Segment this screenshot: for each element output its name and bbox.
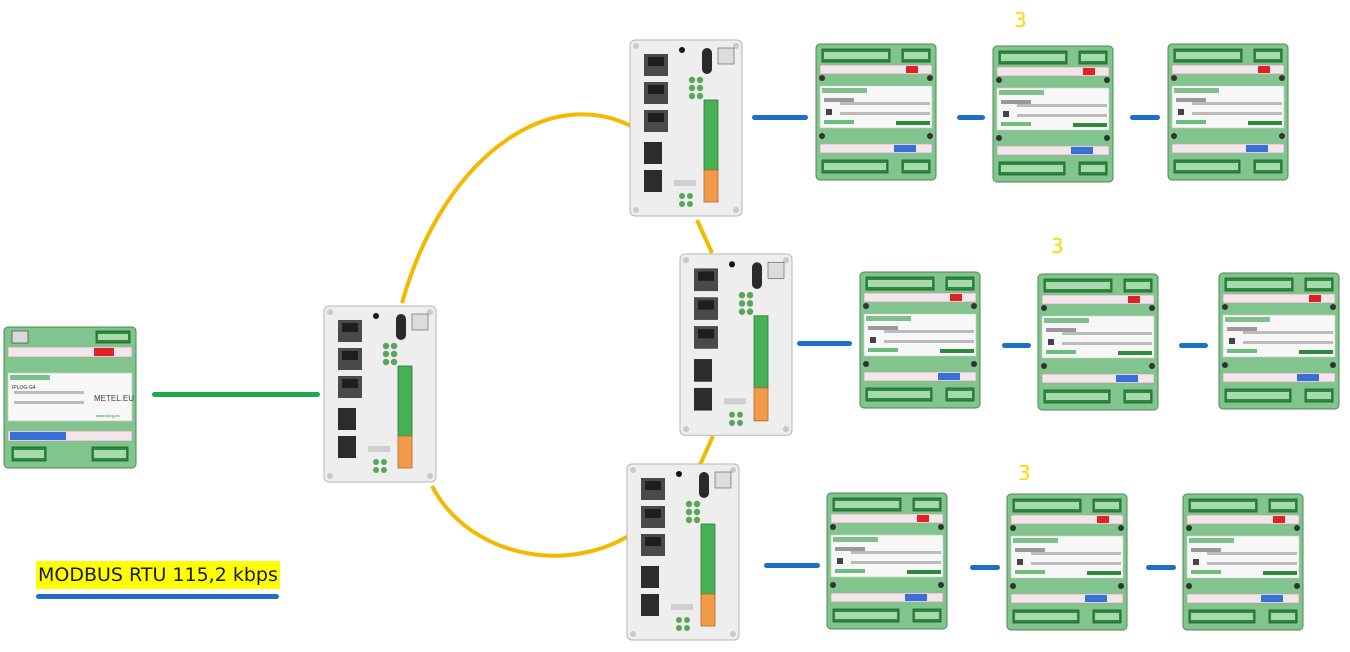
uplink-line xyxy=(152,392,320,397)
branch-count-top: 3 xyxy=(1014,8,1027,32)
bus-line-bottom-3 xyxy=(1146,565,1176,570)
io-module xyxy=(1167,43,1289,181)
io-module xyxy=(826,492,948,630)
io-module xyxy=(992,45,1114,183)
ring-link-middle-bottom xyxy=(698,435,715,466)
ring-link-central-bottom xyxy=(430,485,650,558)
ring-link-top-middle xyxy=(695,219,714,254)
io-module xyxy=(1182,493,1304,631)
legend-line xyxy=(36,594,279,599)
io-module xyxy=(1218,272,1340,410)
switch-middle xyxy=(679,253,793,436)
branch-count-middle: 3 xyxy=(1051,234,1064,258)
bus-line-bottom-1 xyxy=(764,563,820,568)
master-module-brand: METEL.EU xyxy=(94,394,134,403)
switch-top xyxy=(629,39,743,217)
master-module-model: IPLOG-G4 xyxy=(12,385,36,391)
io-module xyxy=(815,43,937,181)
bus-line-middle-3 xyxy=(1179,343,1208,348)
io-module xyxy=(1037,273,1159,411)
branch-count-bottom: 3 xyxy=(1018,461,1031,485)
bus-line-bottom-2 xyxy=(970,565,1000,570)
bus-line-top-3 xyxy=(1130,115,1160,120)
legend-label: MODBUS RTU 115,2 kbps xyxy=(36,561,280,589)
bus-line-top-2 xyxy=(957,115,985,120)
master-module-web: www.iplog.eu xyxy=(96,413,120,418)
master-module: IPLOG-G4 METEL.EU www.iplog.eu xyxy=(3,326,137,469)
io-module xyxy=(859,271,981,409)
switch-bottom xyxy=(626,463,740,641)
bus-line-top-1 xyxy=(752,115,808,120)
bus-line-middle-1 xyxy=(797,341,852,346)
io-module xyxy=(1006,493,1128,631)
switch-central xyxy=(323,305,437,483)
bus-line-middle-2 xyxy=(1002,343,1031,348)
ring-link-central-top xyxy=(400,112,648,304)
